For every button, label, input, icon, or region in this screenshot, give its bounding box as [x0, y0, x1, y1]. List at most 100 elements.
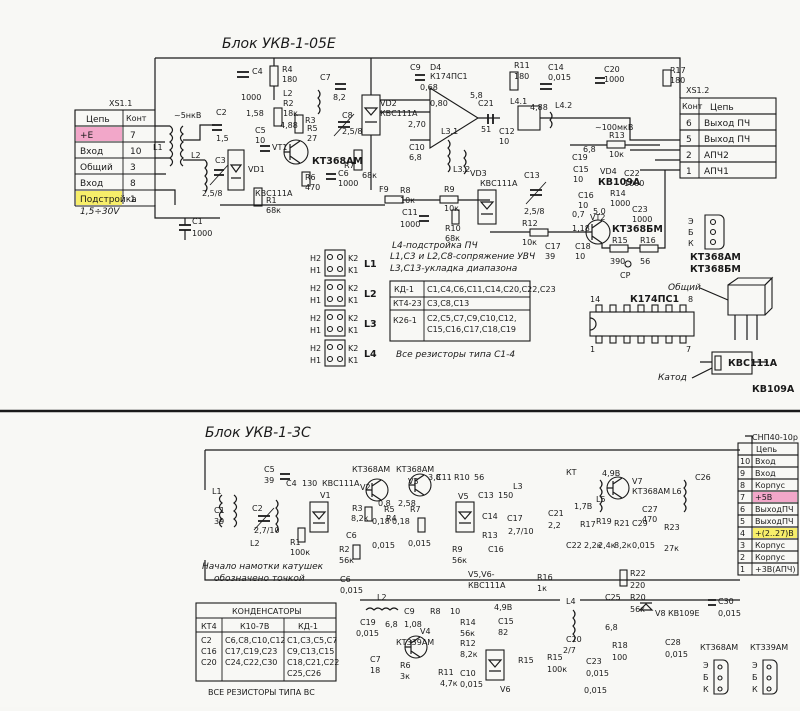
svg-text:СНП40-10р: СНП40-10р [752, 433, 798, 442]
input-transformer-l1: L1 ~5нкВ [153, 111, 215, 205]
svg-text:R22: R22 [630, 569, 646, 578]
svg-text:7: 7 [686, 345, 691, 354]
svg-text:C1: C1 [214, 506, 225, 515]
svg-text:R12: R12 [460, 639, 476, 648]
svg-text:C8: C8 [342, 111, 353, 120]
svg-text:0,18: 0,18 [372, 517, 390, 526]
svg-text:39: 39 [264, 476, 274, 485]
svg-text:С3,С8,С13: С3,С8,С13 [427, 299, 469, 308]
svg-text:C1: C1 [192, 217, 203, 226]
snp-row-pin: 4 [740, 529, 745, 538]
svg-text:39: 39 [214, 517, 224, 526]
note-l3-c13: L3,C13-укладка диапазона [390, 264, 517, 274]
cap-table-cell: С18,С21,С22 [287, 658, 339, 667]
svg-text:R13: R13 [482, 531, 498, 540]
snp-row-pin: 3 [740, 541, 745, 550]
svg-text:100: 100 [612, 653, 627, 662]
cap-table-cell: С17,С19,С23 [225, 647, 277, 656]
svg-text:470: 470 [305, 183, 320, 192]
svg-text:130: 130 [302, 479, 317, 488]
svg-text:1000: 1000 [192, 229, 212, 238]
svg-text:H1: H1 [310, 266, 321, 275]
svg-text:L1: L1 [153, 143, 163, 152]
svg-text:H1: H1 [310, 356, 321, 365]
svg-text:R15: R15 [547, 653, 563, 662]
svg-text:1,08: 1,08 [404, 620, 422, 629]
svg-text:КД-1: КД-1 [394, 285, 414, 294]
svg-text:Цепь: Цепь [756, 445, 777, 454]
svg-text:V7: V7 [632, 477, 643, 486]
svg-text:R11: R11 [514, 61, 530, 70]
svg-text:56: 56 [474, 473, 484, 482]
svg-text:5,0: 5,0 [593, 207, 606, 216]
svg-text:R6: R6 [400, 661, 411, 670]
svg-text:2,2: 2,2 [548, 521, 561, 530]
svg-text:0,015: 0,015 [584, 686, 607, 695]
c11-r8-r9-r10: R8 10к F9 C11 1000 R9 10к R10 68к [340, 185, 490, 243]
svg-text:0,7: 0,7 [572, 210, 585, 219]
svg-text:L3: L3 [513, 482, 523, 491]
svg-text:C6: C6 [346, 531, 357, 540]
svg-text:R15: R15 [612, 236, 628, 245]
svg-text:27к: 27к [664, 544, 679, 553]
top-capacitor-table: КД-1 С1,С4,С6,С11,С14,С20,С22,С23 КТ4-23… [389, 280, 556, 360]
bottom-v2-v3: КТ368АМ КТ368АМ V2 V3 3,8 0,8 2,58 0,18 … [352, 465, 441, 526]
svg-text:R14: R14 [610, 189, 626, 198]
svg-text:R9: R9 [444, 185, 455, 194]
svg-text:R7: R7 [410, 505, 421, 514]
svg-text:220: 220 [630, 581, 645, 590]
svg-text:Цепь: Цепь [86, 115, 110, 125]
svg-text:56к: 56к [452, 556, 467, 565]
xs12-row-name: АПЧ1 [704, 167, 729, 177]
c6: C6 1000 [326, 169, 358, 188]
svg-text:C5: C5 [264, 465, 275, 474]
svg-text:10: 10 [578, 201, 588, 210]
svg-text:8,2к: 8,2к [614, 541, 632, 550]
svg-text:К10-7В: К10-7В [240, 622, 269, 631]
voltage-note: 1,5÷30V [80, 207, 120, 217]
svg-text:C4: C4 [252, 67, 263, 76]
svg-text:18к: 18к [283, 109, 298, 118]
svg-text:L3.1: L3.1 [441, 127, 458, 136]
svg-text:68к: 68к [266, 206, 281, 215]
svg-text:К174ПС1: К174ПС1 [430, 72, 468, 81]
svg-text:1,18: 1,18 [572, 224, 590, 233]
svg-text:100к: 100к [290, 548, 310, 557]
svg-text:4,9В: 4,9В [602, 469, 620, 478]
svg-text:C25: C25 [605, 593, 621, 602]
l3-vd3-group: L3.1 L3.2 VD3 КВС111А C12 10 C13 2,5/8 [441, 127, 547, 225]
afc-group: C19 6,8 C15 10 R13 10к VD4 КВ109А C22 10… [570, 131, 660, 224]
svg-text:0,015: 0,015 [372, 541, 395, 550]
snp-row-pin: 10 [740, 457, 750, 466]
svg-text:КТ368АМ: КТ368АМ [700, 643, 738, 652]
svg-text:1000: 1000 [604, 75, 624, 84]
svg-text:VT2: VT2 [590, 213, 605, 222]
snp-row-name: Вход [755, 469, 776, 478]
svg-text:C3: C3 [215, 156, 226, 165]
svg-text:2,2к: 2,2к [584, 541, 602, 550]
kv109a-package: Катод КВ109А [658, 351, 795, 395]
svg-text:Э: Э [688, 217, 694, 226]
xs12-row-pin: 1 [686, 167, 692, 177]
svg-text:КТ368БМ: КТ368БМ [612, 224, 663, 235]
svg-text:1к: 1к [537, 584, 547, 593]
svg-text:R3: R3 [305, 116, 316, 125]
svg-text:68к: 68к [362, 171, 377, 180]
cap-table-cell: С6,С8,С10,С12 [225, 636, 286, 645]
svg-text:V6: V6 [500, 685, 511, 694]
svg-text:~100мкВ: ~100мкВ [595, 123, 633, 132]
svg-text:K2: K2 [348, 284, 358, 293]
jumper-label: L4 [364, 349, 377, 360]
svg-text:КВ109А: КВ109А [598, 177, 641, 188]
snp-row-pin: 6 [740, 505, 745, 514]
svg-text:H1: H1 [310, 326, 321, 335]
bottom-v7-region: C21 2,2 КТ L5 1,7В 4,9В V7 КТ368АМ R17 R… [548, 468, 711, 553]
svg-text:2/7: 2/7 [563, 646, 576, 655]
svg-text:10: 10 [573, 175, 583, 184]
table-row2-line1: С2,С5,С7,С9,С10,С12, [427, 314, 517, 323]
svg-text:КТ4-23: КТ4-23 [393, 299, 422, 308]
note-l1-c3: L1,C3 и L2,C8-сопряжение УВЧ [390, 252, 535, 262]
